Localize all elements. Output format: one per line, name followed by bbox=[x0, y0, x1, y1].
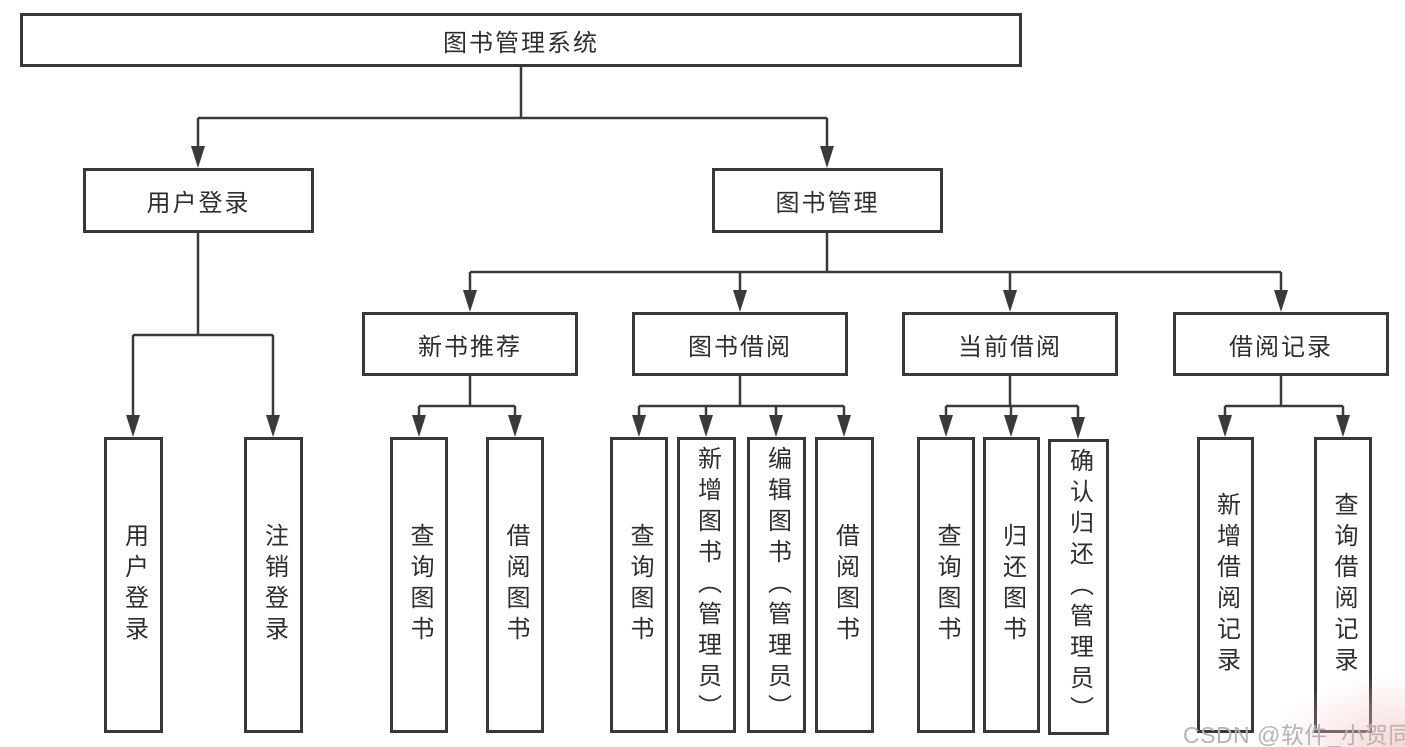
node-leaf-query-books-1: 查询图书 bbox=[390, 437, 448, 733]
node-leaf-return-books: 归还图书 bbox=[983, 437, 1040, 733]
node-leaf-add-borrow-record: 新增借阅记录 bbox=[1197, 437, 1254, 733]
node-leaf-query-borrow-record: 查询借阅记录 bbox=[1314, 437, 1372, 733]
node-book-borrowing-label: 图书借阅 bbox=[688, 333, 792, 361]
node-borrowing-records-label: 借阅记录 bbox=[1229, 333, 1333, 361]
node-book-management-label: 图书管理 bbox=[775, 190, 880, 217]
leaf-label: 查询图书 bbox=[933, 523, 960, 647]
connector-book-borrowing-to-leaves bbox=[632, 376, 851, 437]
leaf-label: 查询借阅记录 bbox=[1330, 492, 1357, 678]
leaf-label: 借阅图书 bbox=[502, 523, 529, 647]
node-leaf-user-login: 用户登录 bbox=[104, 437, 163, 733]
leaf-label: 归还图书 bbox=[998, 523, 1026, 647]
node-leaf-borrow-books-1: 借阅图书 bbox=[486, 437, 544, 733]
node-current-borrowing: 当前借阅 bbox=[902, 312, 1118, 376]
leaf-label: 新增借阅记录 bbox=[1212, 492, 1240, 678]
leaf-label: 用户登录 bbox=[120, 523, 148, 647]
node-new-book-recommend: 新书推荐 bbox=[362, 312, 578, 376]
leaf-label: 注销登录 bbox=[260, 523, 288, 647]
node-leaf-edit-books-admin: 编辑图书（管理员） bbox=[747, 437, 806, 733]
connector-new-book-recommend-to-leaves bbox=[412, 376, 522, 437]
connector-root-to-level2 bbox=[191, 67, 834, 168]
connector-book-management-to-level3 bbox=[463, 233, 1288, 312]
node-leaf-confirm-return-admin: 确认归还（管理员） bbox=[1048, 439, 1109, 735]
leaf-label: 编辑图书（管理员） bbox=[763, 445, 791, 725]
node-leaf-query-books-2: 查询图书 bbox=[610, 437, 668, 733]
leaf-label: 新增图书（管理员） bbox=[693, 445, 721, 725]
node-book-management: 图书管理 bbox=[712, 168, 943, 233]
leaf-label: 查询图书 bbox=[626, 523, 653, 647]
node-root-label: 图书管理系统 bbox=[443, 29, 599, 57]
node-leaf-borrow-books-2: 借阅图书 bbox=[815, 437, 874, 733]
node-new-book-recommend-label: 新书推荐 bbox=[418, 333, 522, 361]
node-user-login: 用户登录 bbox=[83, 168, 314, 233]
node-leaf-logout: 注销登录 bbox=[244, 437, 303, 733]
csdn-watermark: CSDN @软件_小贺同学 bbox=[1183, 722, 1405, 747]
leaf-label: 借阅图书 bbox=[831, 523, 859, 647]
node-user-login-label: 用户登录 bbox=[146, 190, 251, 217]
connector-borrowing-records-to-leaves bbox=[1218, 376, 1350, 437]
node-leaf-query-books-3: 查询图书 bbox=[917, 437, 975, 733]
node-book-borrowing: 图书借阅 bbox=[632, 312, 848, 376]
connector-current-borrowing-to-leaves bbox=[939, 376, 1085, 439]
connector-user-login-to-leaves bbox=[126, 233, 280, 437]
leaf-label: 查询图书 bbox=[406, 523, 433, 647]
node-current-borrowing-label: 当前借阅 bbox=[958, 333, 1062, 361]
node-borrowing-records: 借阅记录 bbox=[1173, 312, 1389, 376]
leaf-label: 确认归还（管理员） bbox=[1065, 447, 1093, 727]
node-root: 图书管理系统 bbox=[20, 13, 1022, 67]
node-leaf-add-books-admin: 新增图书（管理员） bbox=[677, 437, 736, 733]
